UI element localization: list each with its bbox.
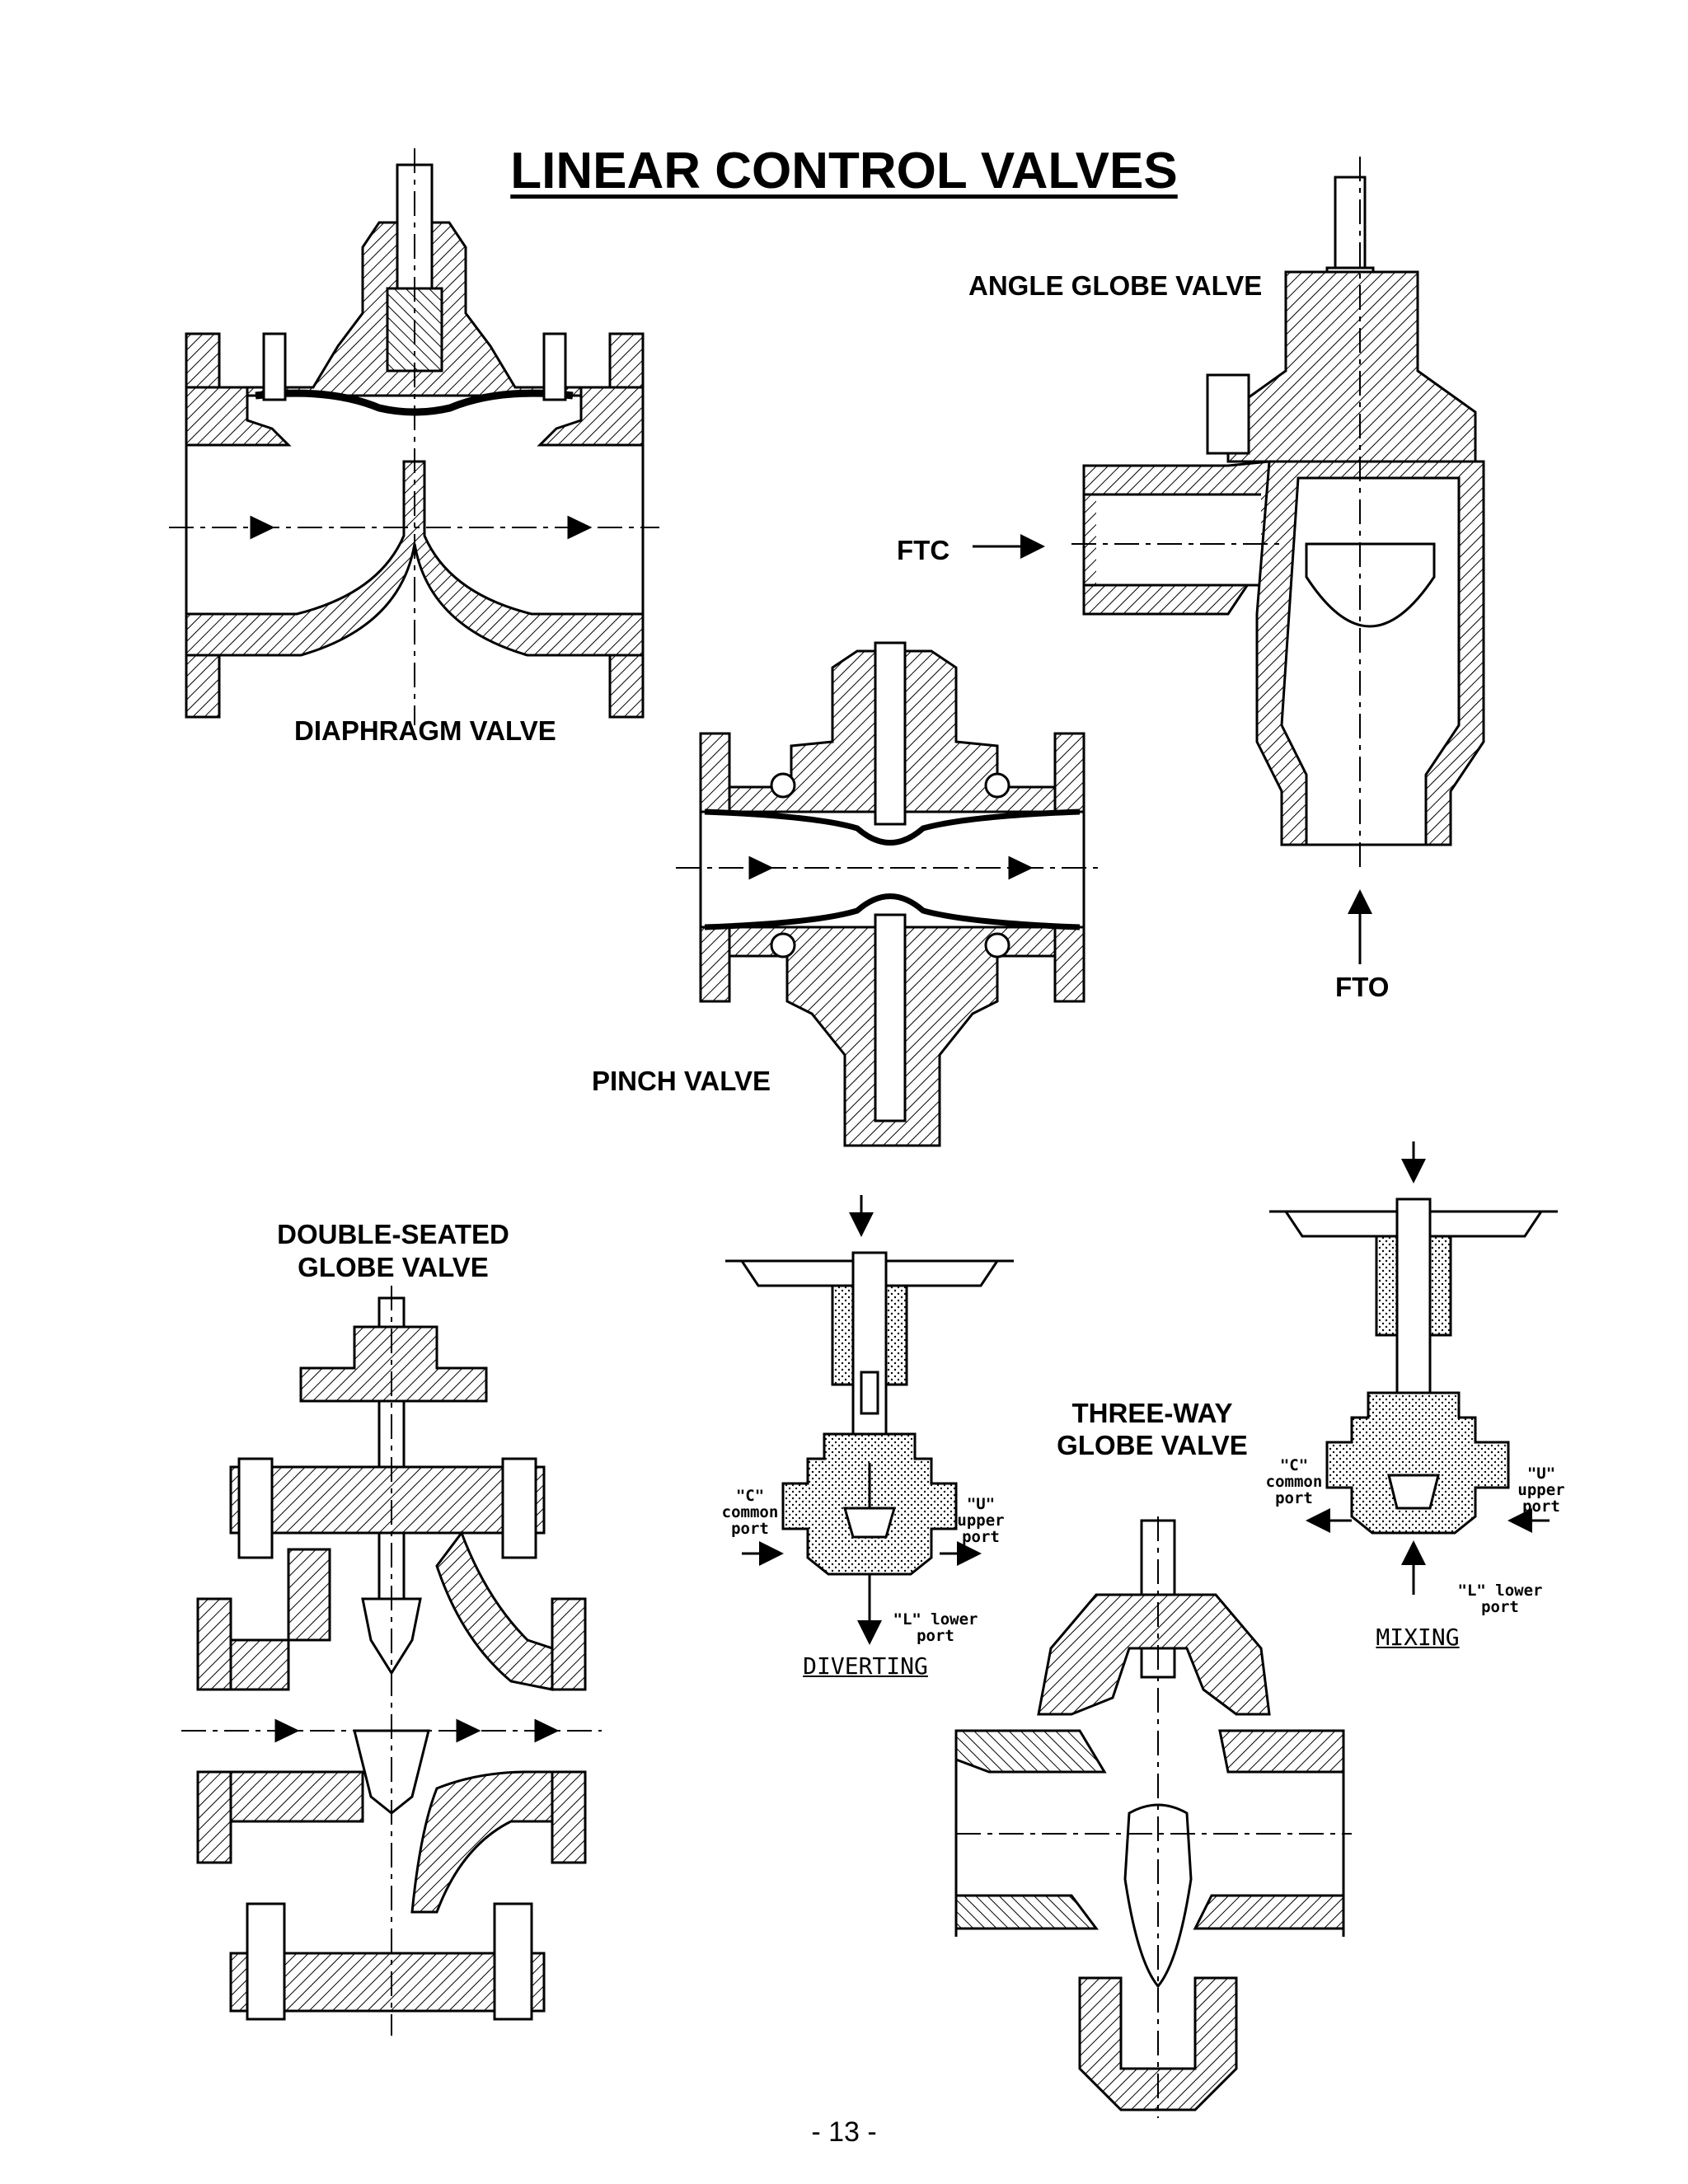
angle-globe-valve-label: ANGLE GLOBE VALVE xyxy=(968,270,1263,301)
double-seated-label-line1: DOUBLE-SEATED xyxy=(277,1219,509,1249)
diverting-valve-drawing xyxy=(725,1195,1014,1645)
double-seated-label-line2: GLOBE VALVE xyxy=(298,1252,489,1282)
ftc-label: FTC xyxy=(897,535,950,565)
diaphragm-valve-label: DIAPHRAGM VALVE xyxy=(294,715,556,746)
mixing-valve-drawing xyxy=(1269,1141,1558,1595)
diaphragm-valve-drawing xyxy=(169,148,659,725)
pinch-valve-label: PINCH VALVE xyxy=(592,1066,771,1096)
diverting-label: DIVERTING xyxy=(803,1652,928,1680)
three-way-label-line1: THREE-WAY xyxy=(1071,1398,1233,1428)
diverting-upper-port-label: "U" upper port xyxy=(957,1495,1005,1546)
three-way-globe-valve-drawing xyxy=(954,1516,1352,2118)
angle-globe-valve-drawing xyxy=(1071,157,1485,874)
double-seated-valve-drawing xyxy=(181,1286,602,2036)
three-way-label-line2: GLOBE VALVE xyxy=(1057,1430,1248,1460)
page-title: LINEAR CONTROL VALVES xyxy=(510,143,1178,199)
mixing-upper-port-label: "U" upper port xyxy=(1517,1465,1565,1516)
diverting-lower-port-label: "L" lower port xyxy=(893,1610,978,1645)
mixing-common-port-label: "C" common port xyxy=(1265,1456,1323,1507)
fto-label: FTO xyxy=(1335,972,1390,1002)
mixing-label: MIXING xyxy=(1376,1624,1460,1651)
mixing-lower-port-label: "L" lower port xyxy=(1457,1582,1543,1616)
diverting-common-port-label: "C" common port xyxy=(721,1487,779,1538)
pinch-valve-drawing xyxy=(676,641,1104,1147)
page-number: - 13 - xyxy=(811,2116,877,2148)
